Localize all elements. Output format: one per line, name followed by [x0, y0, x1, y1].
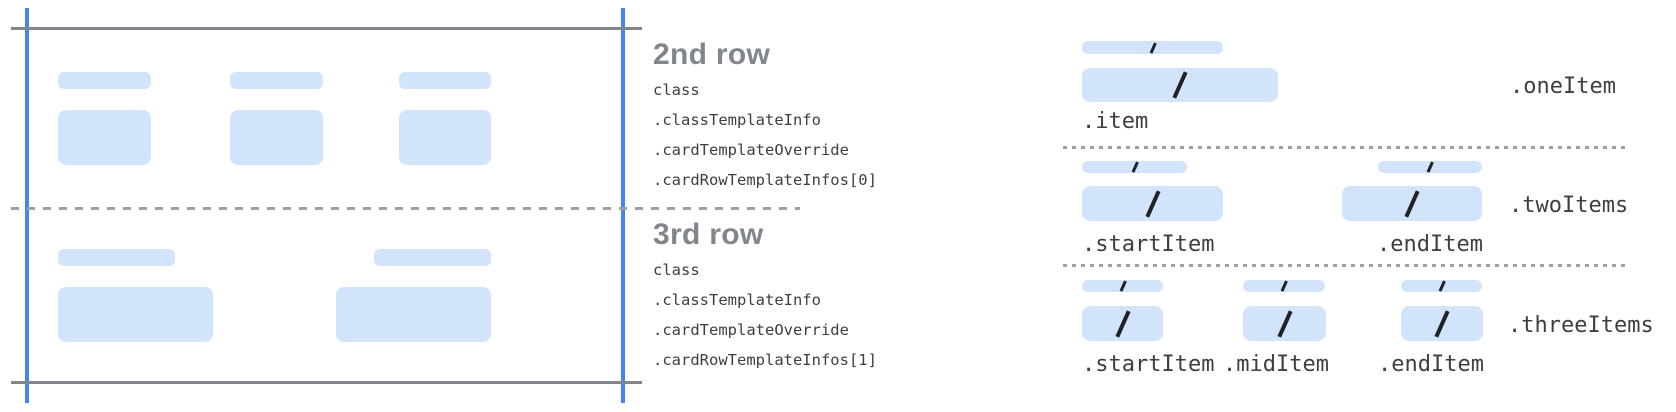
section-heading: 3rd row: [653, 218, 764, 251]
item-body-bar: [1342, 186, 1482, 221]
placeholder-body: [230, 110, 323, 165]
placeholder-label: [399, 72, 491, 89]
slash-icon: [1119, 280, 1126, 292]
row-label: .twoItems: [1509, 193, 1629, 218]
slash-icon: [1144, 189, 1161, 218]
slash-icon: [1426, 161, 1434, 173]
code-path-block: class .classTemplateInfo .cardTemplateOv…: [653, 255, 877, 375]
slash-icon: [1276, 309, 1293, 338]
slash-icon: [1114, 309, 1131, 338]
placeholder-label: [58, 249, 175, 266]
code-line: .cardRowTemplateInfos[0]: [653, 171, 877, 189]
item-label: .item: [1082, 109, 1149, 134]
placeholder-body: [58, 287, 213, 342]
item-body-bar: [1082, 306, 1163, 341]
item-title-bar: [1401, 280, 1482, 292]
section-divider-dotted: [1063, 264, 1628, 267]
item-title-bar: [1243, 280, 1325, 292]
item-label: .startItem: [1082, 232, 1215, 257]
placeholder-label: [58, 72, 151, 89]
placeholder-body: [336, 287, 491, 342]
slash-icon: [1149, 41, 1156, 54]
item-title-bar: [1082, 280, 1163, 292]
row-label: .threeItems: [1508, 313, 1654, 338]
placeholder-label: [374, 249, 491, 266]
item-title-bar: [1082, 161, 1187, 173]
slash-icon: [1404, 189, 1420, 218]
row-label: .oneItem: [1510, 74, 1616, 99]
code-line: class: [653, 81, 700, 99]
slash-icon: [1280, 280, 1288, 292]
item-body-bar: [1243, 306, 1326, 341]
code-line: .classTemplateInfo: [653, 111, 821, 129]
code-line: .cardTemplateOverride: [653, 321, 849, 339]
placeholder-body: [58, 110, 151, 165]
column-guide-right: [621, 8, 625, 403]
item-body-bar: [1082, 68, 1278, 102]
placeholder-label: [230, 72, 323, 89]
item-label: .midItem: [1223, 352, 1329, 377]
item-label: .endItem: [1377, 232, 1483, 257]
section-heading: 2nd row: [653, 38, 771, 71]
item-title-bar: [1378, 161, 1482, 173]
section-divider-dotted: [1063, 146, 1628, 149]
slash-icon: [1172, 71, 1188, 99]
code-line: class: [653, 261, 700, 279]
slash-icon: [1438, 280, 1445, 292]
row-divider-dashed: [11, 207, 800, 210]
row-guide-bottom: [11, 381, 642, 384]
placeholder-body: [399, 110, 491, 165]
code-path-block: class .classTemplateInfo .cardTemplateOv…: [653, 75, 877, 195]
item-label: .endItem: [1378, 352, 1484, 377]
row-guide-top: [11, 27, 642, 30]
slash-icon: [1131, 161, 1138, 173]
slash-icon: [1434, 309, 1450, 338]
code-line: .classTemplateInfo: [653, 291, 821, 309]
item-title-bar: [1082, 41, 1223, 54]
item-body-bar: [1401, 306, 1483, 341]
item-body-bar: [1082, 186, 1223, 221]
code-line: .cardTemplateOverride: [653, 141, 849, 159]
code-line: .cardRowTemplateInfos[1]: [653, 351, 877, 369]
item-label: .startItem: [1082, 352, 1215, 377]
column-guide-left: [25, 8, 29, 403]
